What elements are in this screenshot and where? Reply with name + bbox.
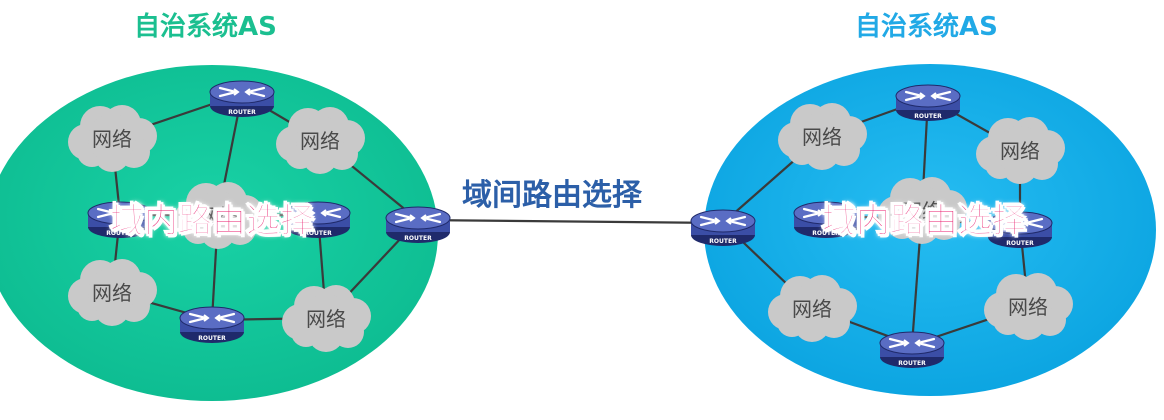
network-cloud-label: 网络 [300, 129, 340, 153]
network-cloud: 网络 [984, 273, 1073, 340]
inter-domain-routing-label: 域间路由选择 [462, 178, 642, 213]
network-cloud-label: 网络 [198, 204, 238, 228]
router-icon: ROUTER [690, 209, 756, 246]
router-icon: ROUTER [879, 331, 945, 368]
router-icon: ROUTER [87, 201, 153, 238]
router-icon: ROUTER [987, 211, 1053, 248]
network-cloud: 网络 [778, 103, 867, 170]
intra-domain-routing-label-left: 域内路由选择 [110, 201, 315, 242]
router-label: ROUTER [106, 230, 134, 237]
router-label: ROUTER [1006, 240, 1034, 247]
router-label: ROUTER [709, 238, 737, 245]
network-cloud-label: 网络 [802, 125, 842, 149]
router-icon: ROUTER [793, 201, 859, 238]
router-label: ROUTER [404, 235, 432, 242]
network-cloud: 网络 [282, 285, 371, 352]
network-cloud: 网络 [174, 182, 263, 249]
router-label: ROUTER [304, 230, 332, 237]
router-label: ROUTER [812, 230, 840, 237]
network-cloud-label: 网络 [92, 281, 132, 305]
as-left-title: 自治系统AS [134, 12, 277, 42]
router-icon: ROUTER [895, 84, 961, 121]
router-label: ROUTER [228, 109, 256, 116]
router-label: ROUTER [914, 113, 942, 120]
intra-domain-routing-label-right: 域内路由选择 [822, 201, 1027, 242]
network-cloud-label: 网络 [792, 297, 832, 321]
network-cloud: 网络 [878, 177, 967, 244]
router-icon: ROUTER [285, 201, 351, 238]
routers-layer: ROUTER ROUTER ROUTER ROUTER ROUTER ROUTER ROUT… [87, 80, 1053, 368]
network-cloud: 网络 [68, 105, 157, 172]
network-cloud-label: 网络 [1008, 295, 1048, 319]
network-cloud-label: 网络 [902, 199, 942, 223]
router-label: ROUTER [898, 360, 926, 367]
clouds-layer: 网络网络网络网络网络网络网络网络网络网络 [68, 103, 1073, 352]
router-icon: ROUTER [385, 206, 451, 243]
network-cloud: 网络 [276, 107, 365, 174]
router-label: ROUTER [198, 335, 226, 342]
network-cloud-label: 网络 [306, 307, 346, 331]
network-cloud-label: 网络 [1000, 139, 1040, 163]
router-icon: ROUTER [209, 80, 275, 117]
network-cloud: 网络 [976, 117, 1065, 184]
network-link [417, 218, 724, 225]
network-cloud: 网络 [768, 275, 857, 342]
network-cloud: 网络 [68, 259, 157, 326]
router-icon: ROUTER [179, 306, 245, 343]
as-right-title: 自治系统AS [855, 12, 998, 42]
network-cloud-label: 网络 [92, 127, 132, 151]
